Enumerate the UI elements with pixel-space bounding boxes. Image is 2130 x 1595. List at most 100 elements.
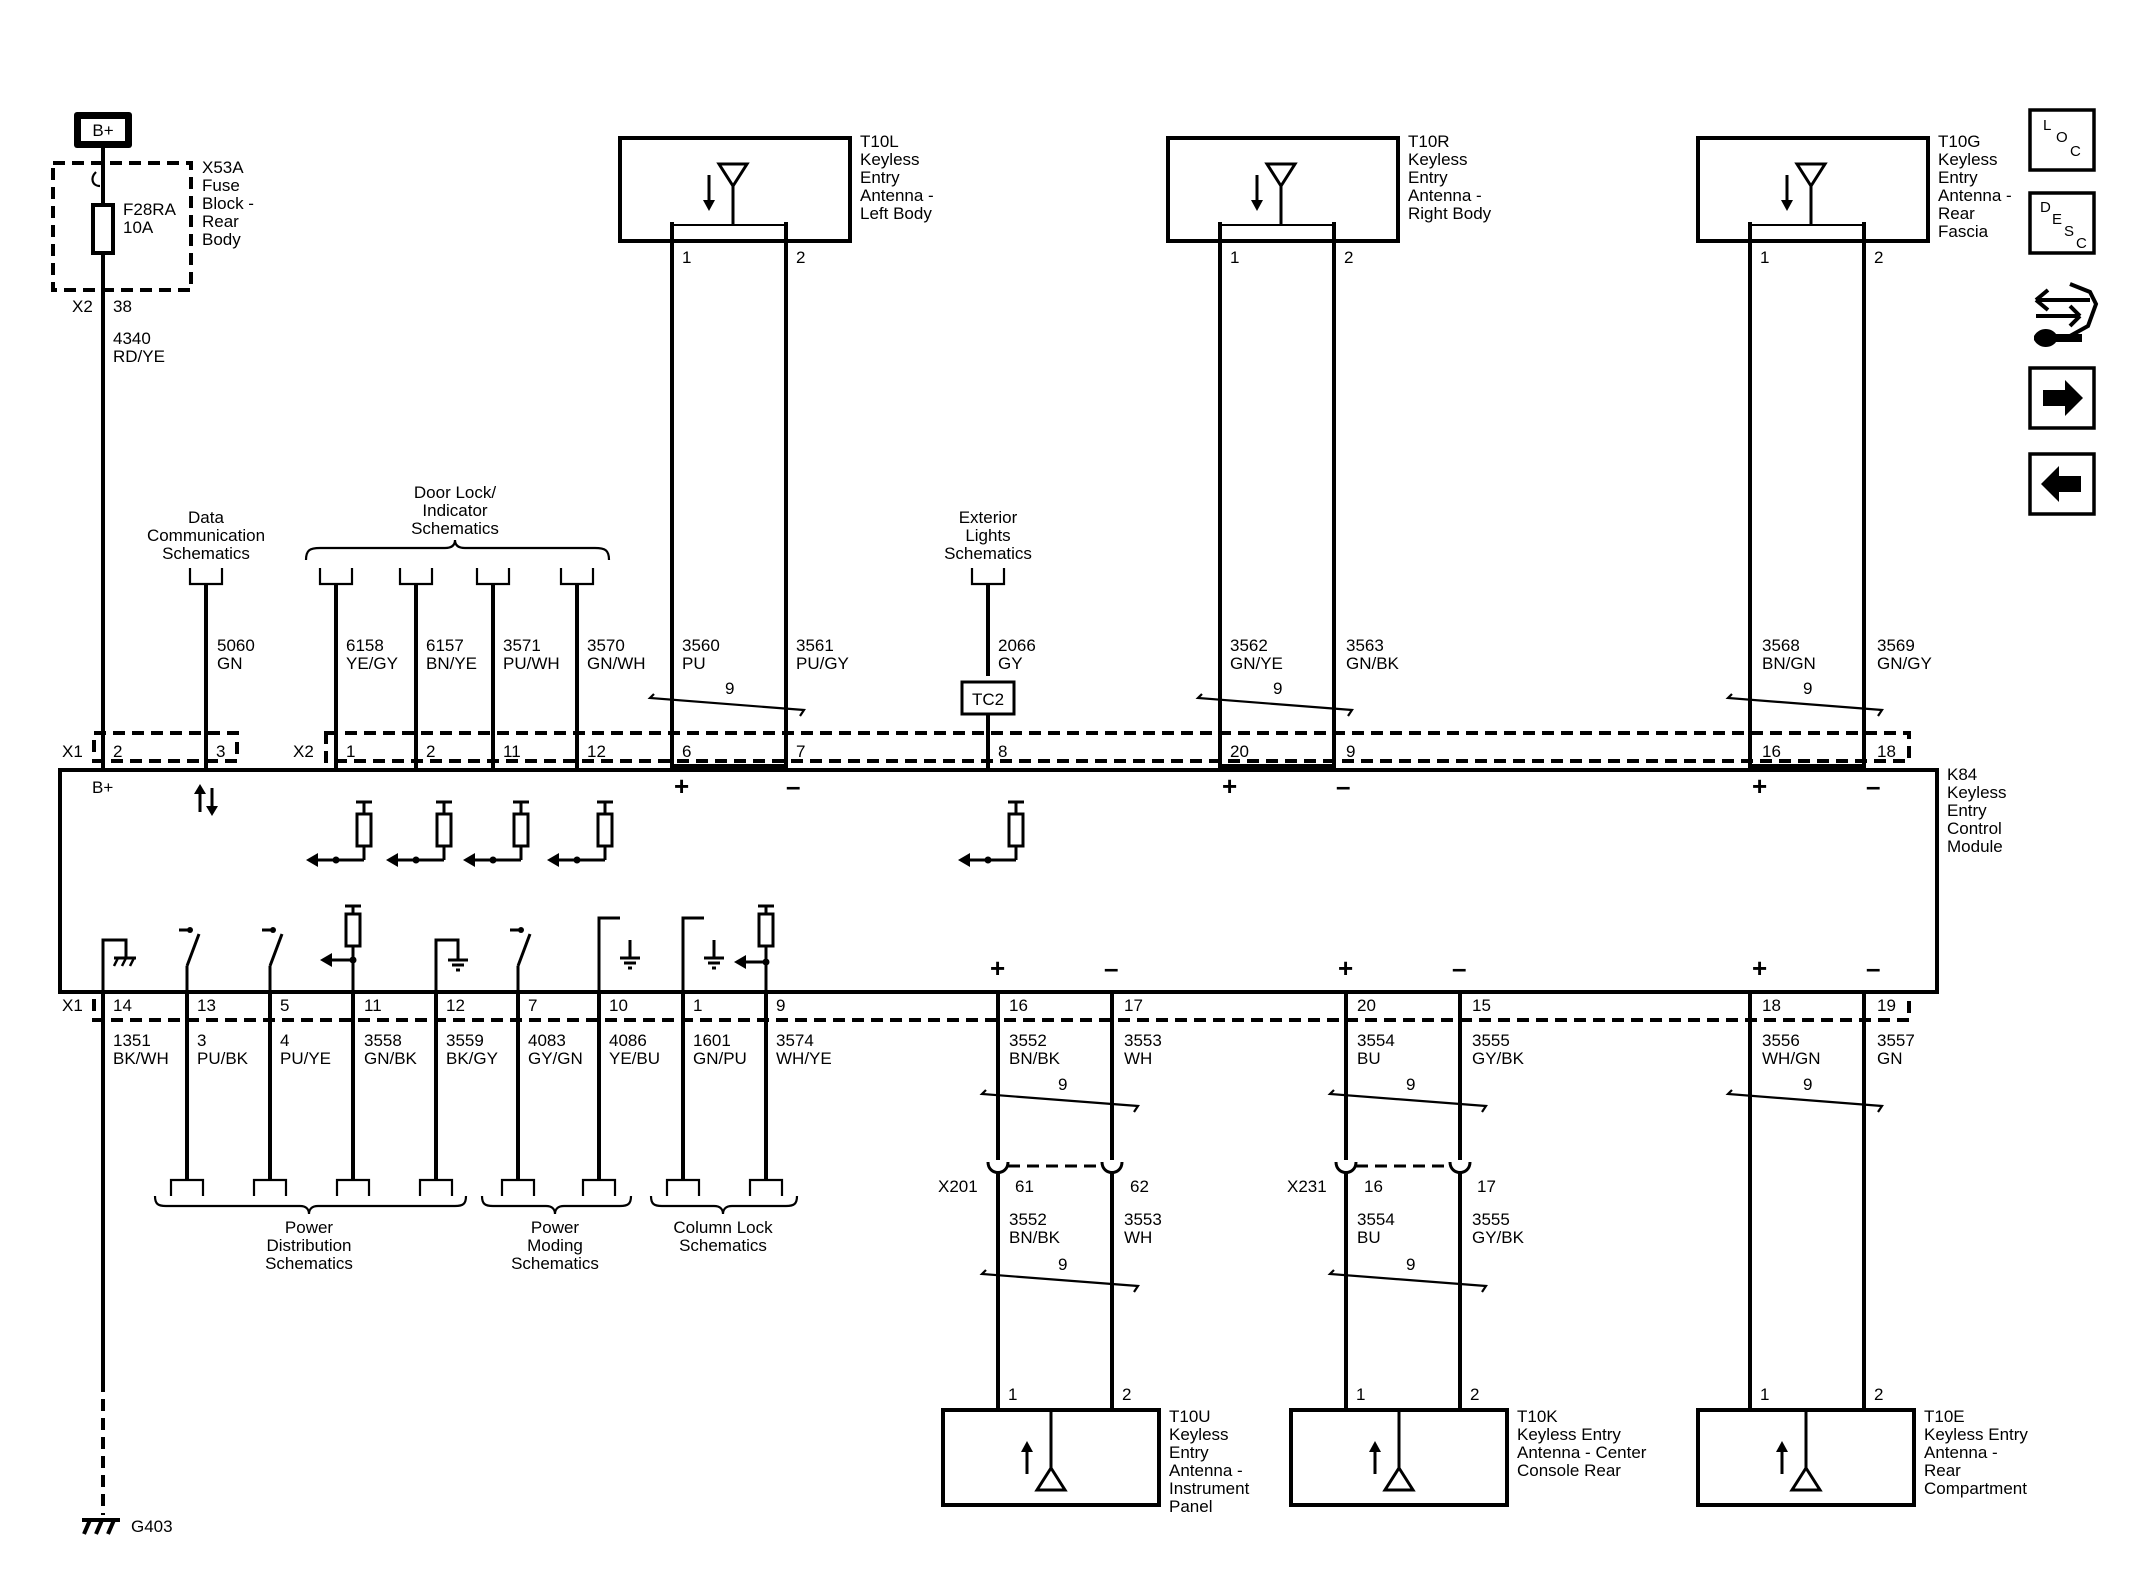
fuse-block-name: Body [202,230,241,249]
pin-number: 17 [1124,996,1143,1015]
wire-circuit: 3554 [1357,1031,1395,1050]
fuse-block-name: Rear [202,212,239,231]
resistor-symbol [757,912,775,948]
wire-circuit: 2066 [998,636,1036,655]
wire-color: BK/WH [113,1049,169,1068]
input-pullup [386,800,453,867]
twist-mark [1725,693,1884,717]
inline-pin [1100,1161,1124,1174]
junction-dot [984,856,992,864]
twist-mark [979,1269,1140,1293]
antenna-icon [716,162,750,189]
fuse-block: F28RA 10A X53A Fuse Block - Rear Body X2… [51,148,254,1380]
input-pullup [734,904,775,992]
connector-x201-label: X201 [938,1177,978,1196]
pin-number: 11 [364,996,382,1015]
nav-loc-letter: L [2043,117,2051,134]
nav-loc-button[interactable]: L O C [2028,108,2096,172]
pin-number: 1 [1230,248,1239,267]
wire-color: BU [1357,1049,1381,1068]
polarity-plus: + [674,771,689,801]
b-plus-supply: B+ [74,112,132,148]
polarity-plus: + [1752,771,1767,801]
polarity-plus: + [1222,771,1237,801]
twisted-pair: 9 [1327,1255,1488,1293]
pin-number: 2 [1874,1385,1883,1404]
pin-number: 18 [1762,996,1781,1015]
antenna-icon [1382,1465,1416,1492]
keyless-entry-control-module: K84 Keyless Entry Control Module B+ [58,765,2007,994]
wire-circuit: 3558 [364,1031,402,1050]
top-wire-labels: 5060 GN 6158 YE/GY 6157 BN/YE 3571 PU/WH… [217,636,1932,673]
wire-color: PU/GY [796,654,849,673]
ref-label: Door Lock/ [414,483,496,502]
antenna-icon [1264,162,1298,189]
wire-circuit: 3554 [1357,1210,1395,1229]
arrow-left-icon[interactable] [2028,452,2096,516]
wire-color: GY/BK [1472,1228,1525,1247]
wire-circuit: 6158 [346,636,384,655]
module-output-circuits [101,904,775,992]
inline-pin [1334,1161,1358,1174]
ground-g403: G403 [82,1380,173,1536]
wire-color: GN [1877,1049,1903,1068]
wire-color: BN/BK [1009,1049,1061,1068]
antenna-name: Entry [860,168,900,187]
pin-number: 62 [1130,1177,1149,1196]
wire-color: GY/BK [1472,1049,1525,1068]
polarity-plus: + [990,953,1005,983]
ground-lead [434,938,460,992]
nav-desc-button[interactable]: D E S C [2028,191,2096,255]
twist-count: 9 [1803,1075,1812,1094]
antenna-name: Entry [1169,1443,1209,1462]
ref-label: Schematics [411,519,499,538]
arrow-up-icon [1776,1441,1788,1452]
arrow-right-icon[interactable] [2028,366,2096,430]
nav-desc-letter: E [2052,211,2062,228]
arrow-down-icon [1251,200,1263,211]
wire-circuit: 3574 [776,1031,814,1050]
wire-circuit: 3 [197,1031,206,1050]
antenna-name: T10K [1517,1407,1558,1426]
wire-circuit: 3561 [796,636,834,655]
antenna-name: Antenna - [1938,186,2012,205]
antenna-name: Antenna - [1408,186,1482,205]
pin-number: 14 [113,996,132,1015]
twisted-pair: 9 [979,1075,1140,1113]
nav-desc-letter: S [2064,223,2074,240]
switch-blade [516,933,532,967]
inline-connectors: X201 61 62 X231 16 17 3552 BN/BK 3553 WH… [938,1177,1525,1247]
wire-color: BK/GY [446,1049,498,1068]
switch-to-ground [681,916,724,992]
resistor-symbol [596,812,614,848]
wire-circuit: 1351 [113,1031,151,1050]
antenna-name: Keyless Entry [1924,1425,2028,1444]
pin-number: 3 [216,742,225,761]
arrow-left-icon [386,853,398,867]
component-swap-icon[interactable] [2034,282,2099,347]
pin-number: 13 [197,996,216,1015]
arrow-left-icon [320,953,332,967]
data-comm-ref: Data Communication Schematics [147,508,265,770]
pin-number: 12 [587,742,606,761]
nav-loc-letter: O [2056,129,2068,146]
antenna-name: Entry [1408,168,1448,187]
antenna-name: Panel [1169,1497,1212,1516]
pin-number: 61 [1015,1177,1034,1196]
antenna-name: T10L [860,132,899,151]
wire-color: PU/BK [197,1049,249,1068]
module-name: Control [1947,819,2002,838]
fuse-symbol [91,203,115,255]
wire-circuit: 3553 [1124,1031,1162,1050]
bottom-polarity: + – + – + – [990,953,1880,983]
antenna-name: Rear [1938,204,1975,223]
antenna-icon [1794,162,1828,189]
arrow-left-icon [547,853,559,867]
pin-number: 7 [528,996,537,1015]
wire-circuit: 1601 [693,1031,731,1050]
antenna-name: Right Body [1408,204,1492,223]
ref-label: Power [531,1218,580,1237]
ref-label: Column Lock [673,1218,773,1237]
